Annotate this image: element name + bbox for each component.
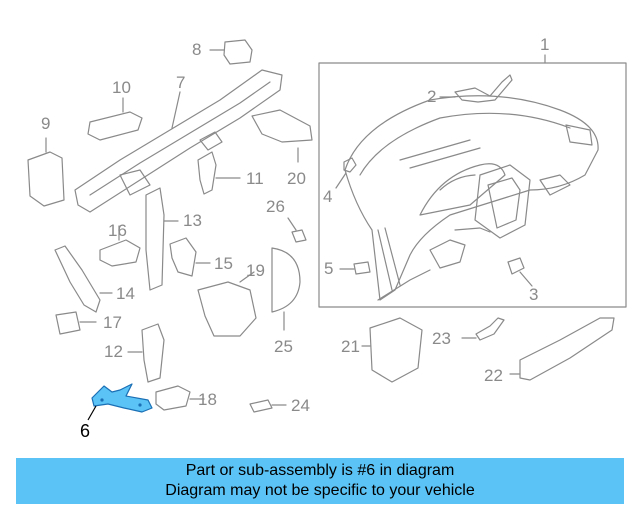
- callout-5: 5: [324, 259, 334, 278]
- part-23-wire: [461, 317, 505, 341]
- dashboard-panel: [344, 95, 599, 301]
- callout-11: 11: [246, 169, 264, 188]
- callout-17: 17: [103, 313, 122, 332]
- part-4-clip: [335, 157, 357, 189]
- callout-6: 6: [80, 421, 91, 441]
- part-8-mount: [209, 39, 253, 65]
- part-12-bracket: [127, 323, 165, 383]
- callout-24: 24: [291, 396, 310, 415]
- part-10-bracket: [87, 97, 143, 141]
- callout-9: 9: [41, 114, 51, 133]
- callout-3: 3: [529, 285, 539, 304]
- part-15-bracket: [169, 237, 211, 277]
- part-14-brace: [54, 245, 113, 313]
- part-7-crossbeam: [74, 69, 283, 213]
- callout-21: 21: [341, 337, 360, 356]
- banner-line-2: Diagram may not be specific to your vehi…: [165, 482, 475, 499]
- part-18-clip: [155, 385, 205, 411]
- part-9-bracket: [27, 137, 65, 207]
- callout-10: 10: [112, 78, 131, 97]
- part-25-cover: [271, 247, 301, 331]
- dashboard-group-box: [318, 62, 627, 308]
- part-19-bracket: [197, 271, 257, 337]
- part-5-clip: [339, 261, 371, 275]
- info-banner: Part or sub-assembly is #6 in diagram Di…: [16, 458, 624, 504]
- callout-1: 1: [540, 35, 550, 54]
- part-2-bracket: [439, 74, 513, 103]
- part-17-bracket: [55, 311, 97, 335]
- part-13-pillar: [145, 187, 179, 291]
- callout-8: 8: [192, 40, 202, 59]
- part-11-bracket: [197, 151, 241, 195]
- callout-13: 13: [183, 211, 202, 230]
- callout-23: 23: [432, 329, 451, 348]
- callout-12: 12: [104, 342, 123, 361]
- callout-4: 4: [323, 187, 333, 206]
- callout-19: 19: [246, 261, 265, 280]
- part-21-bracket: [361, 317, 423, 383]
- callout-14: 14: [116, 284, 135, 303]
- part-20-bracket: [251, 109, 313, 163]
- callout-22: 22: [484, 366, 503, 385]
- callout-15: 15: [214, 254, 233, 273]
- part-6-highlighted: [87, 383, 153, 421]
- part-24-clip: [249, 399, 287, 413]
- callout-18: 18: [198, 390, 217, 409]
- parts-diagram: [27, 39, 627, 421]
- callout-25: 25: [274, 337, 293, 356]
- part-26-clip: [287, 217, 307, 243]
- callout-20: 20: [287, 169, 306, 188]
- callout-26: 26: [266, 197, 285, 216]
- part-3-clip: [507, 257, 533, 287]
- callout-7: 7: [176, 73, 186, 92]
- callout-2: 2: [427, 87, 437, 106]
- callout-16: 16: [108, 221, 127, 240]
- part-16-bracket: [99, 225, 141, 267]
- part-22-rail: [509, 317, 615, 381]
- banner-line-1: Part or sub-assembly is #6 in diagram: [185, 462, 455, 479]
